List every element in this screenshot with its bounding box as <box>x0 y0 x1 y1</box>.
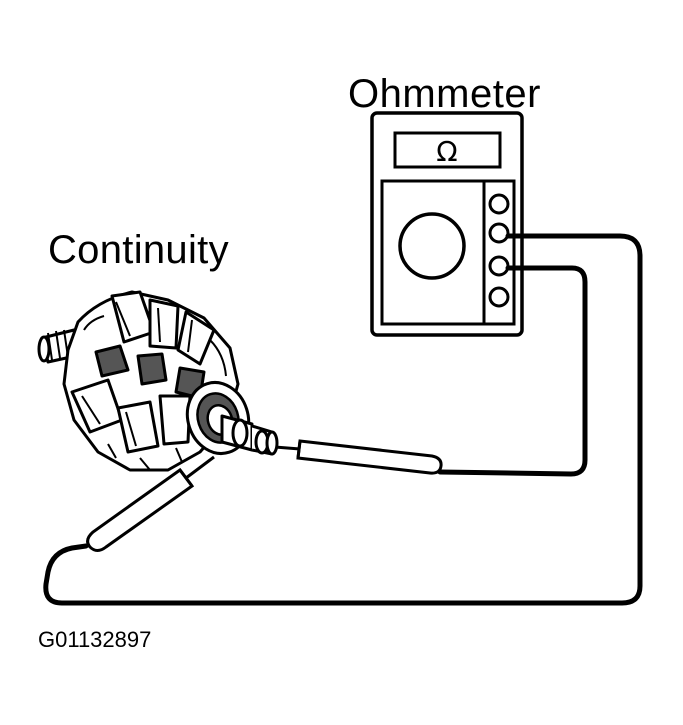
test-probe-lower <box>86 455 215 552</box>
claw-pole-5 <box>116 400 160 454</box>
ohmmeter-label: Ohmmeter <box>348 72 541 116</box>
alternator-rotor <box>37 290 279 472</box>
test-probe-upper <box>261 439 443 475</box>
ohm-symbol: Ω <box>436 135 457 168</box>
terminal-1 <box>488 193 510 215</box>
ohmmeter: Ω <box>370 111 524 337</box>
test-lead-wire-outer <box>43 233 643 606</box>
terminal-4 <box>488 286 510 308</box>
slip-ring-1 <box>231 418 249 448</box>
selector-dial <box>398 212 466 280</box>
claw-pole-3 <box>176 310 216 366</box>
terminal-2 <box>488 222 510 244</box>
claw-pole-6 <box>158 394 192 446</box>
figure-id-label: G01132897 <box>38 627 152 652</box>
continuity-label: Continuity <box>48 228 229 272</box>
ohmmeter-display <box>393 131 502 169</box>
claw-pole-2 <box>148 298 180 350</box>
test-lead-wire-inner <box>437 265 588 477</box>
terminal-3 <box>488 255 510 277</box>
